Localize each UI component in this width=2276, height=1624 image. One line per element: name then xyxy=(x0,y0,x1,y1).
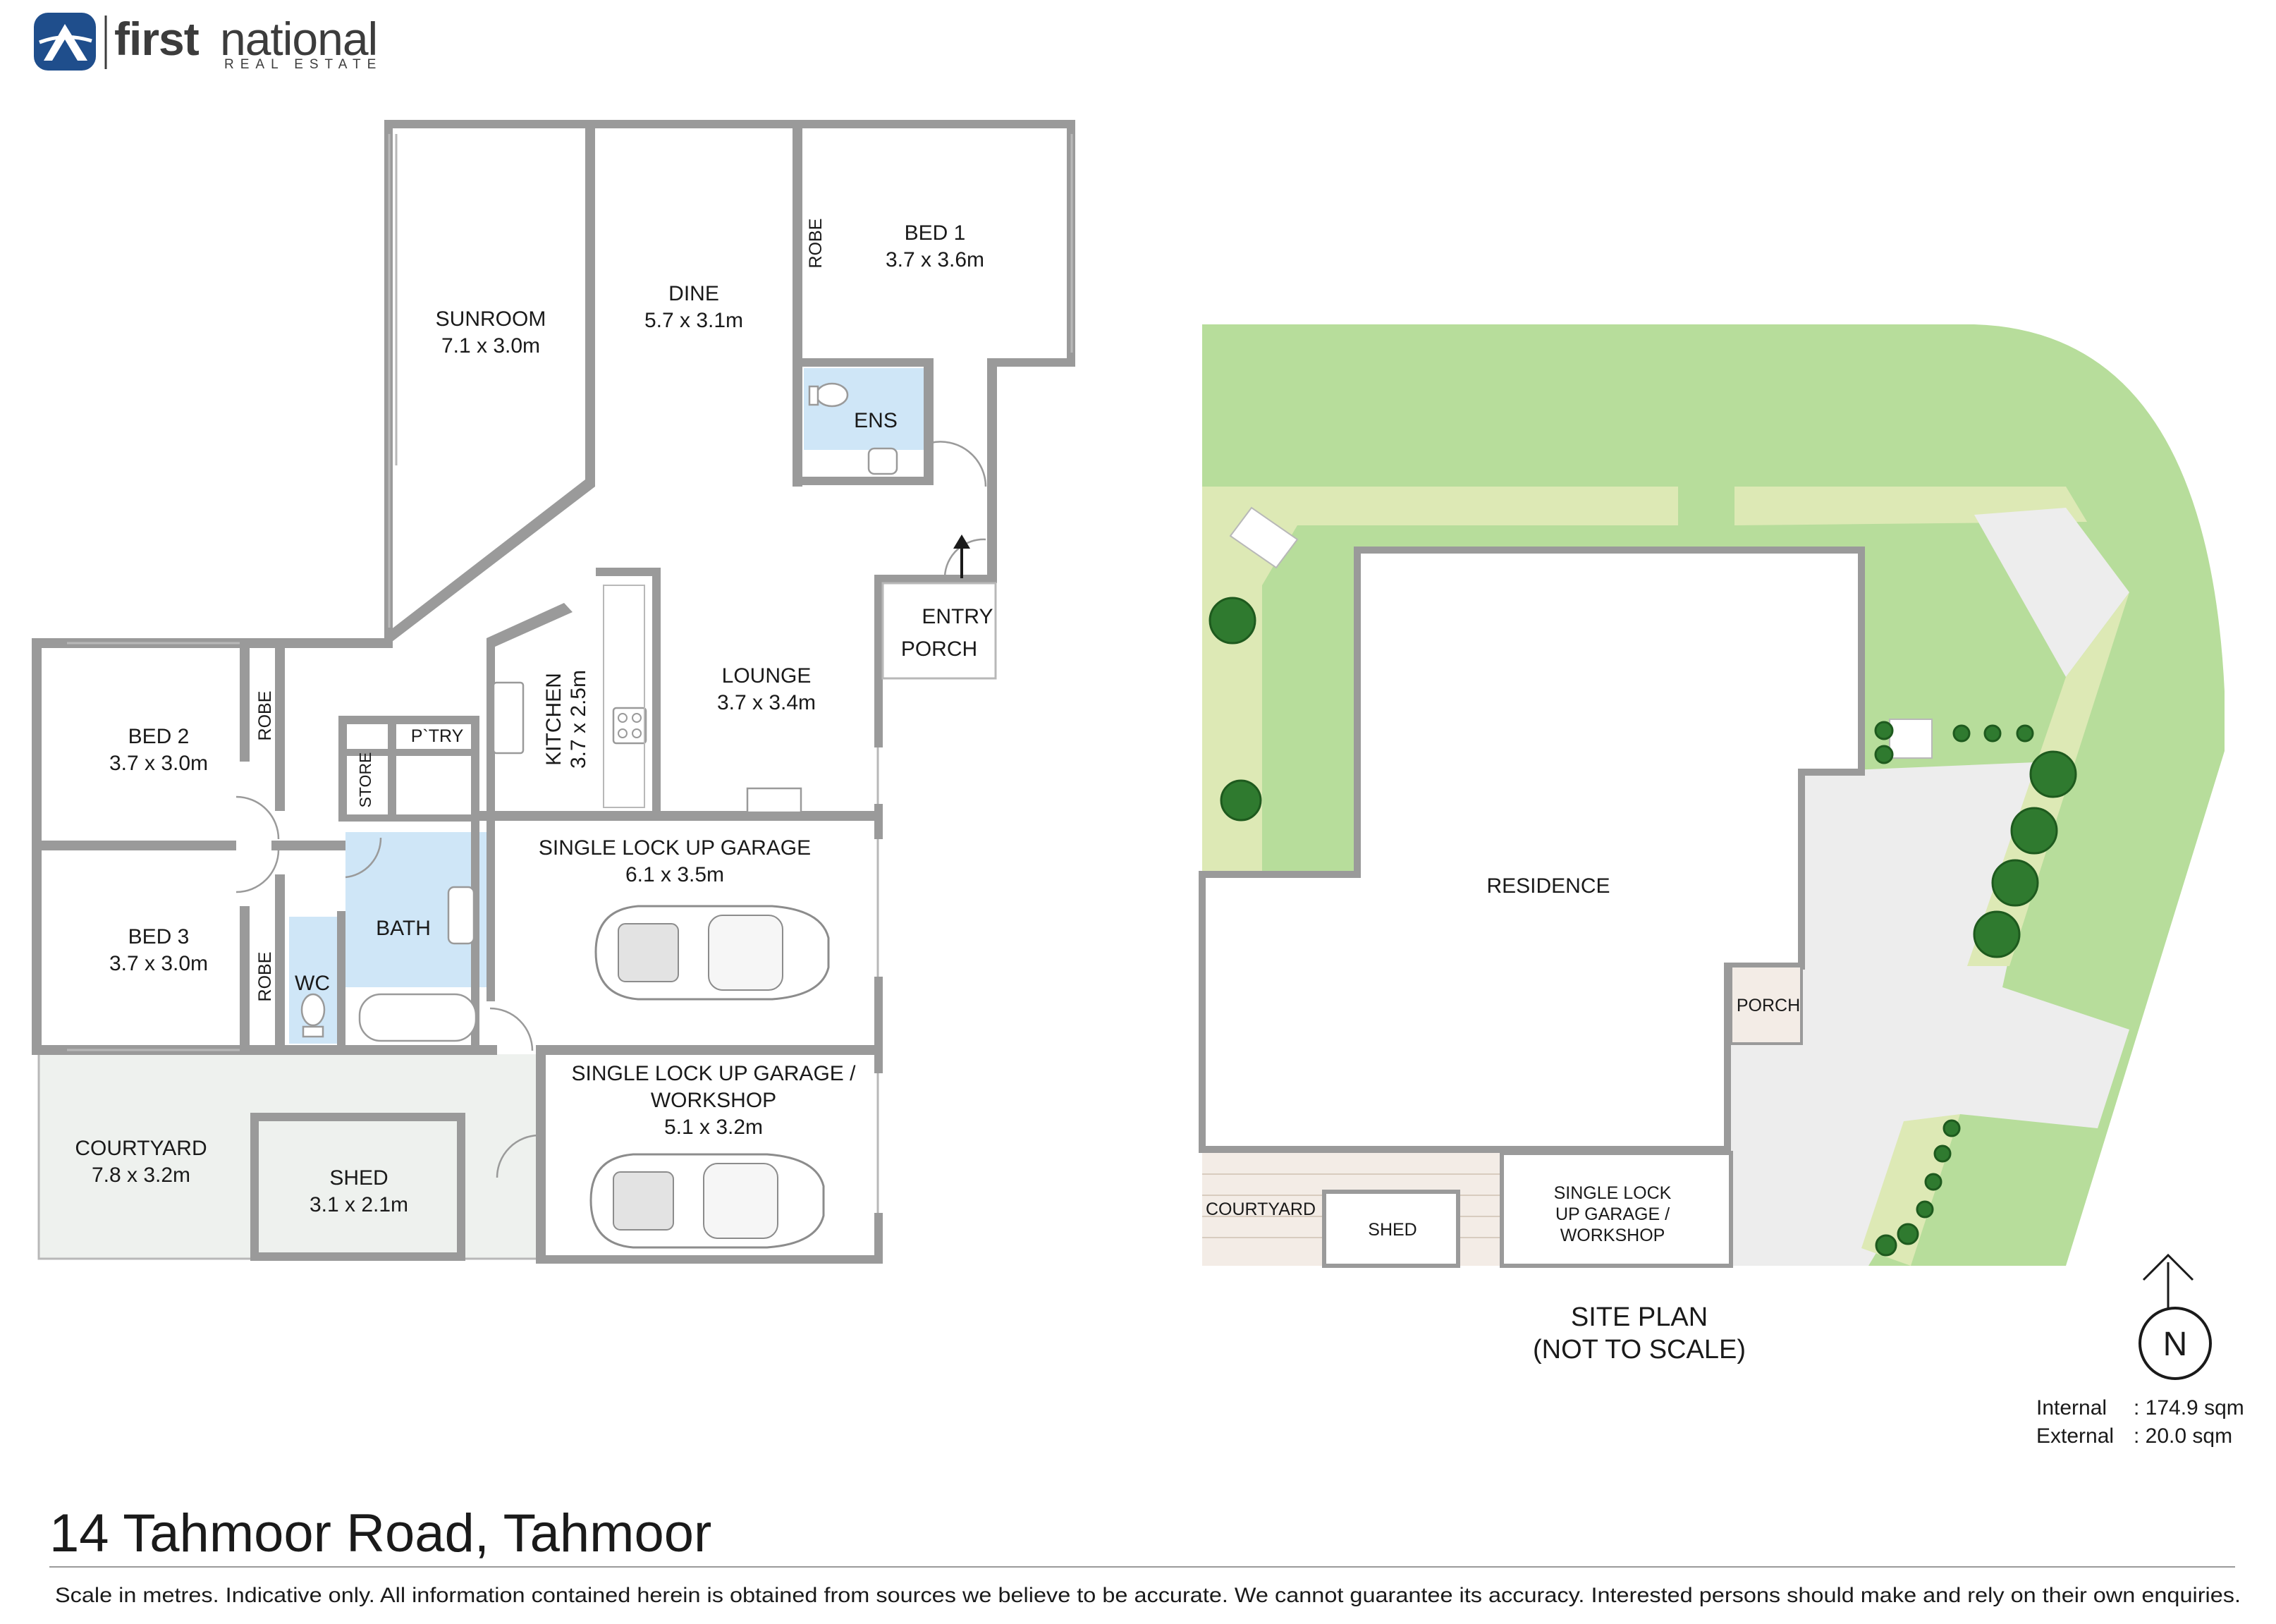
site-shrubs xyxy=(1209,597,2077,1257)
room-name-pantry: P`TRY xyxy=(411,726,464,746)
site-label-courtyard: COURTYARD xyxy=(1206,1199,1316,1219)
disclaimer-text: Scale in metres. Indicative only. All in… xyxy=(55,1584,2241,1607)
site-label-porch: PORCH xyxy=(1737,996,1800,1015)
car-workshop-icon xyxy=(589,1153,825,1249)
room-name-garage-workshop-line2: WORKSHOP xyxy=(651,1089,776,1112)
site-plan-title: SITE PLAN xyxy=(1571,1302,1708,1332)
room-name-courtyard: COURTYARD xyxy=(75,1137,207,1160)
site-label-residence: RESIDENCE xyxy=(1486,874,1610,898)
room-size-shed: 3.1 x 2.1m xyxy=(310,1193,408,1216)
room-name-garage-workshop-line1: SINGLE LOCK UP GARAGE / xyxy=(572,1062,857,1085)
site-residence xyxy=(1199,547,1865,1153)
site-label-garage-line1: SINGLE LOCK xyxy=(1554,1183,1672,1203)
site-driveway xyxy=(1727,762,2129,1266)
area-internal-value: : 174.9 sqm xyxy=(2134,1396,2244,1420)
room-size-courtyard: 7.8 x 3.2m xyxy=(92,1164,190,1187)
room-labels: SUNROOM 7.1 x 3.0m DINE 5.7 x 3.1m BED 1… xyxy=(75,219,993,1216)
floor-plan: SUNROOM 7.1 x 3.0m DINE 5.7 x 3.1m BED 1… xyxy=(32,120,1075,1264)
area-external-label: External xyxy=(2036,1424,2114,1448)
room-name-shed: SHED xyxy=(329,1166,388,1190)
site-label-shed: SHED xyxy=(1368,1220,1417,1240)
room-name-kitchen: KITCHEN xyxy=(542,673,565,766)
car-garage-icon xyxy=(594,905,830,1001)
site-garage xyxy=(1500,1151,1733,1268)
site-shed xyxy=(1322,1190,1460,1268)
ensuite-floor xyxy=(804,368,924,450)
room-name-bath: BATH xyxy=(376,917,431,940)
brand-logo: first national REAL ESTATE xyxy=(34,13,382,72)
windows xyxy=(67,134,1073,1213)
room-name-lounge: LOUNGE xyxy=(722,664,812,688)
doors xyxy=(235,141,987,1178)
north-arrow-icon: N xyxy=(2139,1253,2212,1380)
room-name-robe-bed1: ROBE xyxy=(806,219,826,269)
area-external-value: : 20.0 sqm xyxy=(2134,1424,2232,1448)
room-size-garage: 6.1 x 3.5m xyxy=(625,863,724,886)
room-size-garage-workshop: 5.1 x 3.2m xyxy=(664,1116,763,1139)
room-name-wc: WC xyxy=(295,972,330,995)
room-size-dine: 5.7 x 3.1m xyxy=(644,309,743,332)
room-size-bed2: 3.7 x 3.0m xyxy=(109,752,208,775)
area-summary: Internal : 174.9 sqm External : 20.0 sqm xyxy=(2036,1396,2244,1448)
logo-wordmark-first: first xyxy=(114,13,200,65)
room-name-store: STORE xyxy=(356,752,374,808)
room-name-ens: ENS xyxy=(854,409,898,432)
fixtures xyxy=(300,382,898,1042)
site-plan-subtitle: (NOT TO SCALE) xyxy=(1533,1335,1746,1364)
room-name-bed2: BED 2 xyxy=(128,725,190,748)
site-label-garage-line2: UP GARAGE / xyxy=(1555,1204,1670,1224)
room-name-bed3: BED 3 xyxy=(128,925,190,948)
room-size-kitchen: 3.7 x 2.5m xyxy=(567,670,590,769)
room-name-robe-bed3: ROBE xyxy=(255,952,275,1002)
room-size-sunroom: 7.1 x 3.0m xyxy=(441,334,540,358)
site-path-diagonal xyxy=(1974,508,2129,677)
room-name-porch: PORCH xyxy=(901,637,977,661)
room-name-entry: ENTRY xyxy=(922,605,993,628)
property-address: 14 Tahmoor Road, Tahmoor xyxy=(49,1503,711,1563)
north-label: N xyxy=(2163,1326,2188,1363)
first-national-emblem-icon xyxy=(34,13,96,71)
room-size-bed1: 3.7 x 3.6m xyxy=(886,248,984,271)
room-name-robe-bed2: ROBE xyxy=(255,691,275,741)
logo-tagline: REAL ESTATE xyxy=(224,57,382,72)
area-internal-label: Internal xyxy=(2036,1396,2107,1420)
site-label-garage-line3: WORKSHOP xyxy=(1560,1226,1665,1245)
room-name-garage: SINGLE LOCK UP GARAGE xyxy=(539,836,811,860)
room-name-bed1: BED 1 xyxy=(905,221,966,245)
room-size-bed3: 3.7 x 3.0m xyxy=(109,952,208,975)
site-plan: RESIDENCE PORCH COURTYARD SHED SINGLE LO… xyxy=(1199,324,2225,1380)
logo-wordmark-national: national xyxy=(220,13,377,65)
entry-arrow-icon xyxy=(953,535,970,578)
room-size-lounge: 3.7 x 3.4m xyxy=(717,691,816,714)
room-name-sunroom: SUNROOM xyxy=(436,307,546,331)
room-name-dine: DINE xyxy=(668,282,719,305)
